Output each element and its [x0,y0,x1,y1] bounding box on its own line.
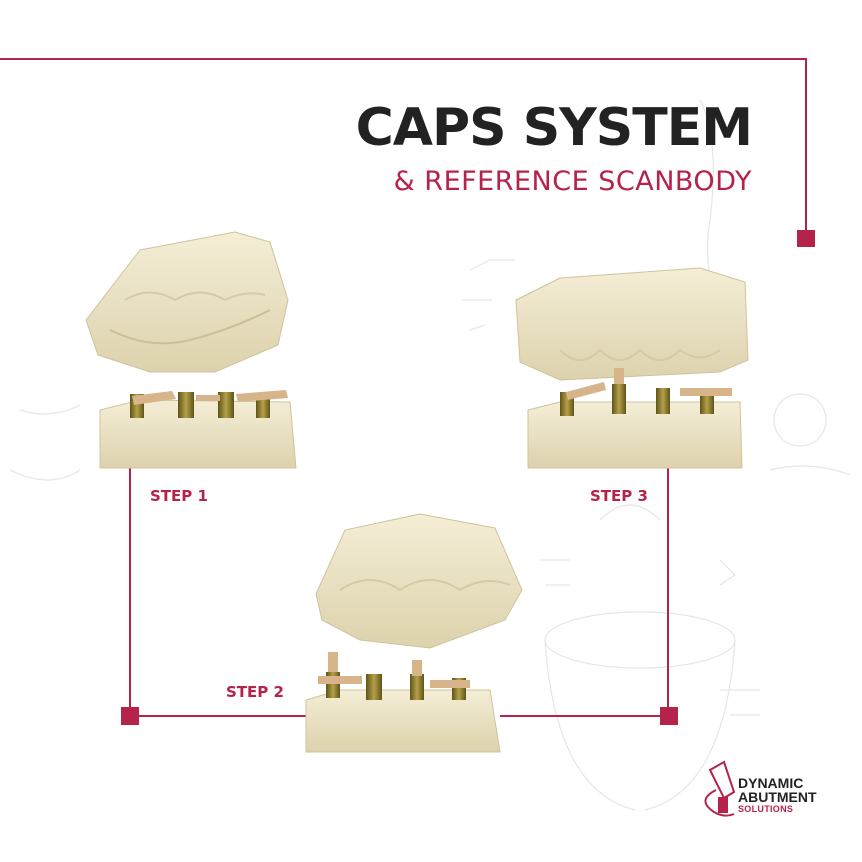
top-frame-line [0,58,815,247]
logo-text-solutions: SOLUTIONS [738,804,794,814]
step-3-label: STEP 3 [590,487,648,505]
logo-text-abutment: ABUTMENT [738,789,817,805]
step-2-label: STEP 2 [226,683,284,701]
dental-model-step-3 [515,267,749,469]
dynamic-abutment-logo-icon [704,760,736,817]
page-subtitle: & REFERENCE SCANBODY [393,166,752,197]
dental-model-step-2 [305,513,523,753]
connector-square-left [121,707,139,725]
logo-text-dynamic: DYNAMIC [738,775,804,791]
page-title: CAPS SYSTEM [355,98,753,158]
frame-end-square-top-right [797,230,815,247]
connector-square-right [660,707,678,725]
step-connector-line [121,468,678,725]
dental-model-step-1 [85,231,297,469]
step-1-label: STEP 1 [150,487,208,505]
